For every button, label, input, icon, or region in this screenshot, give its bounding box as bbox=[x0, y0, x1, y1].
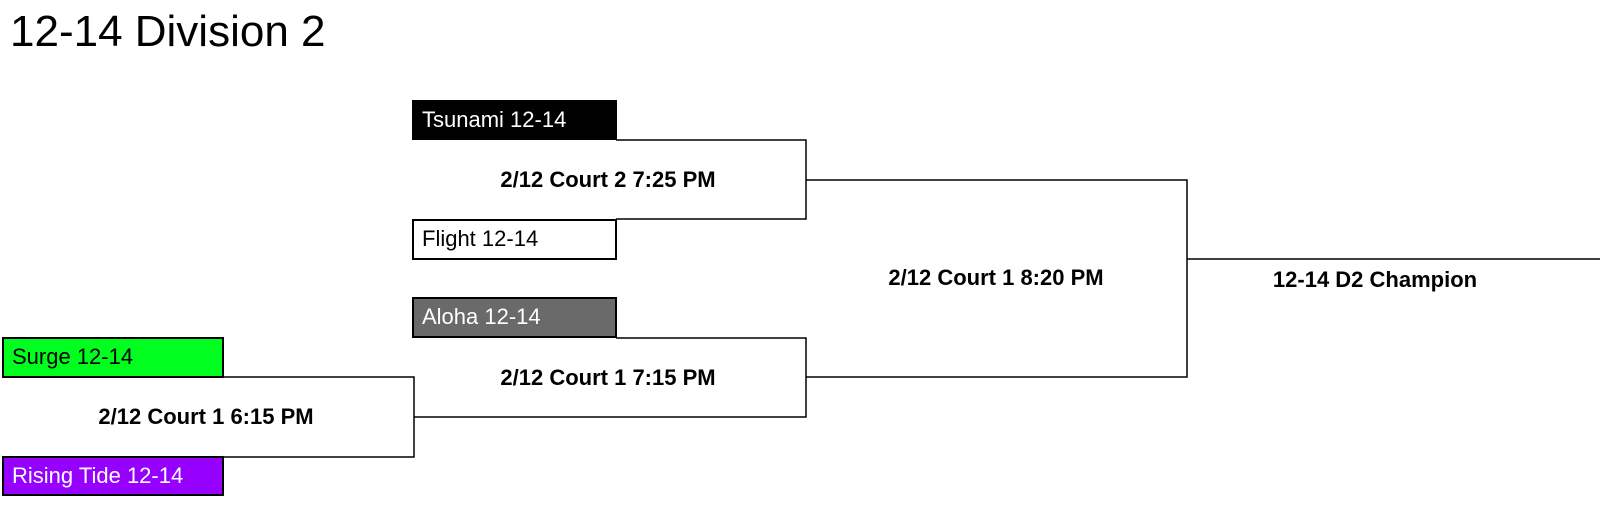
team-slot-rising-tide: Rising Tide 12-14 bbox=[2, 456, 224, 496]
match-label-court2-725: 2/12 Court 2 7:25 PM bbox=[500, 167, 716, 192]
team-slot-flight: Flight 12-14 bbox=[412, 219, 617, 260]
champion-label: 12-14 D2 Champion bbox=[1272, 267, 1478, 292]
team-name: Tsunami 12-14 bbox=[422, 107, 567, 132]
bracket-connector bbox=[224, 376, 415, 458]
team-name: Rising Tide 12-14 bbox=[12, 463, 184, 488]
team-slot-surge: Surge 12-14 bbox=[2, 337, 224, 378]
team-name: Surge 12-14 bbox=[12, 344, 134, 369]
match-label-court1-715: 2/12 Court 1 7:15 PM bbox=[500, 365, 716, 390]
team-slot-tsunami: Tsunami 12-14 bbox=[412, 100, 617, 140]
match-label-court1-615: 2/12 Court 1 6:15 PM bbox=[98, 404, 314, 429]
bracket-title: 12-14 Division 2 bbox=[10, 7, 326, 56]
bracket-connector bbox=[806, 179, 1188, 378]
team-name: Aloha 12-14 bbox=[422, 304, 541, 329]
match-label-court1-820: 2/12 Court 1 8:20 PM bbox=[888, 265, 1104, 290]
team-slot-aloha: Aloha 12-14 bbox=[412, 297, 617, 338]
team-name: Flight 12-14 bbox=[422, 226, 539, 251]
